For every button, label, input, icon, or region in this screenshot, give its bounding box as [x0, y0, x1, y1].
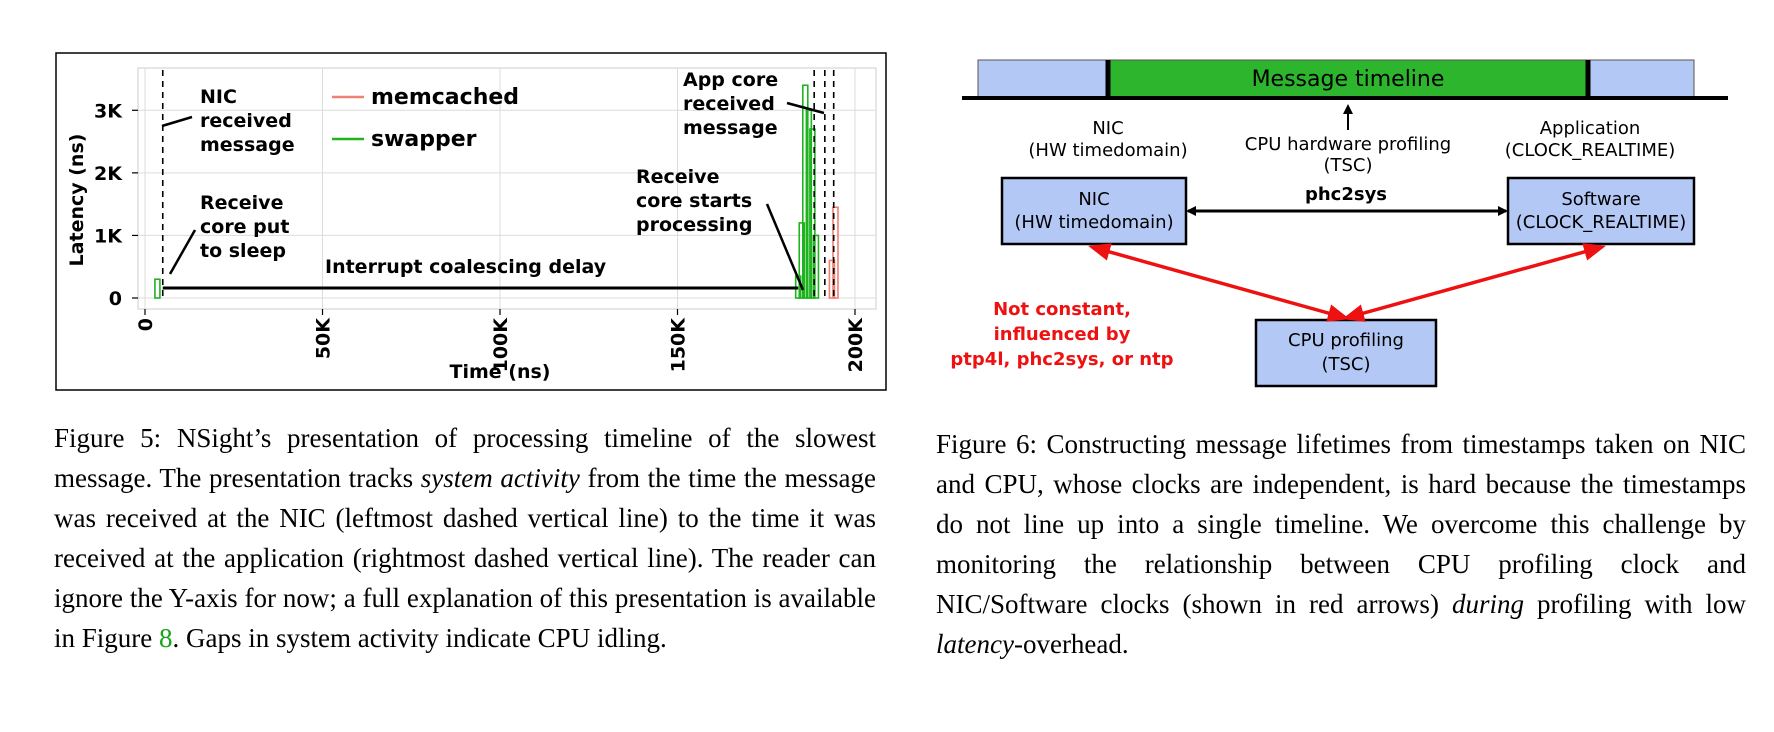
red-arrow-nic-cpu	[1088, 243, 1350, 322]
legend-swapper-label: swapper	[371, 127, 477, 152]
warning-line-1: Not constant,	[993, 299, 1131, 320]
figure-6: Message timeline NIC (HW timedomain) CPU…	[930, 0, 1774, 400]
cpu-profiling-box	[1254, 318, 1438, 388]
caption-text: Figure 5: NSight’s presentation of proce…	[54, 423, 876, 493]
x-axis-label: Time (ns)	[450, 361, 551, 383]
software-box-line-1: Software	[1561, 189, 1640, 210]
annotation-starts-pointer	[765, 203, 805, 291]
app-marker-line-1: Application	[1540, 118, 1641, 139]
event-lines	[161, 70, 835, 300]
y-axis-ticks: 0 1K 2K 3K	[94, 100, 138, 310]
x-tick-label: 50K	[313, 317, 335, 359]
x-tick-label: 0	[135, 318, 157, 331]
figure-5-caption: Figure 5: NSight’s presentation of proce…	[54, 418, 876, 658]
cpu-box-line-1: CPU profiling	[1288, 330, 1404, 351]
warning-line-2: influenced by	[994, 324, 1131, 345]
annotation-sleep-line-2: core put	[200, 216, 289, 238]
annotation-nic-line-3: message	[200, 134, 295, 156]
software-box-line-2: (CLOCK_REALTIME)	[1516, 212, 1687, 233]
caption-text: -overhead.	[1013, 629, 1129, 659]
x-axis-ticks: 0 50K 100K 150K 200K	[135, 309, 867, 372]
annotation-sleep-line-1: Receive	[200, 192, 283, 214]
caption-emphasis: during	[1451, 589, 1524, 619]
annotation-app-line-1: App core	[683, 69, 778, 91]
annotation-starts-line-1: Receive	[636, 166, 719, 188]
annotation-nic-line-2: received	[200, 110, 292, 132]
bar-swapper	[154, 278, 161, 299]
y-tick-label: 2K	[94, 163, 123, 185]
warning-line-3: ptp4l, phc2sys, or ntp	[950, 349, 1173, 370]
app-marker-line-2: (CLOCK_REALTIME)	[1505, 140, 1676, 161]
bar-memcached	[832, 206, 839, 299]
bar-swapper	[801, 84, 809, 299]
x-tick-label: 100K	[490, 317, 512, 373]
caption-emphasis: latency	[936, 629, 1014, 659]
cpu-box-line-2: (TSC)	[1321, 354, 1370, 375]
x-tick-label: 200K	[845, 317, 867, 373]
nic-marker-line-2: (HW timedomain)	[1028, 140, 1187, 161]
annotation-coalescing: Interrupt coalescing delay	[325, 256, 607, 278]
red-arrow-software-cpu	[1342, 243, 1606, 322]
phc2sys-label: phc2sys	[1305, 184, 1387, 205]
caption-text: profiling with low	[1523, 589, 1746, 619]
nic-box-line-2: (HW timedomain)	[1014, 212, 1173, 233]
nic-marker-line-1: NIC	[1092, 118, 1123, 139]
figure-reference-link[interactable]: 8	[159, 623, 173, 653]
timeline-left-segment	[977, 59, 1109, 99]
figure-5: 0 1K 2K 3K 0 50K 100K 150K 200K Time (ns) Laten…	[0, 0, 900, 400]
annotation-sleep-line-3: to sleep	[200, 240, 286, 262]
caption-text: from the time the message was received a…	[54, 463, 876, 653]
y-tick-label: 1K	[94, 225, 123, 247]
timeline-label: Message timeline	[1252, 67, 1445, 92]
annotation-app-pointer	[786, 101, 825, 115]
nic-box-line-1: NIC	[1078, 189, 1109, 210]
annotation-nic-pointer	[161, 115, 193, 128]
y-axis-label: Latency (ns)	[66, 134, 88, 267]
caption-emphasis: system activity	[420, 463, 580, 493]
annotation-nic-line-1: NIC	[200, 86, 237, 108]
timeline-right-segment	[1587, 59, 1695, 99]
software-box	[1506, 176, 1696, 246]
annotation-starts-line-3: processing	[636, 214, 752, 236]
legend-memcached-label: memcached	[371, 85, 519, 110]
timeline-message-segment	[1107, 59, 1589, 99]
annotations: NIC received message Receive core put to…	[161, 69, 825, 291]
bar-swapper	[798, 222, 806, 299]
nic-box	[1000, 176, 1188, 246]
cpu-marker-line-1: CPU hardware profiling	[1245, 134, 1451, 155]
annotation-app-line-3: message	[683, 117, 778, 139]
y-tick-label: 0	[109, 288, 122, 310]
y-tick-label: 3K	[94, 100, 123, 122]
bar-swapper	[805, 109, 813, 299]
annotation-app-line-2: received	[683, 93, 775, 115]
caption-text: . Gaps in system activity indicate CPU i…	[172, 623, 667, 653]
plot-area	[137, 67, 877, 310]
bar-swapper	[812, 234, 820, 299]
bars	[154, 84, 839, 299]
caption-text: Figure 6: Constructing message lifetimes…	[936, 429, 1746, 619]
figure-6-caption: Figure 6: Constructing message lifetimes…	[936, 424, 1746, 664]
figure-5-svg: 0 1K 2K 3K 0 50K 100K 150K 200K Time (ns) Laten…	[55, 52, 887, 391]
grid	[138, 68, 876, 309]
cpu-marker-line-2: (TSC)	[1323, 155, 1372, 176]
x-tick-label: 150K	[668, 317, 690, 373]
figure-6-svg: Message timeline NIC (HW timedomain) CPU…	[950, 59, 1728, 388]
annotation-starts-line-2: core starts	[636, 190, 752, 212]
annotation-sleep-pointer	[168, 229, 197, 275]
